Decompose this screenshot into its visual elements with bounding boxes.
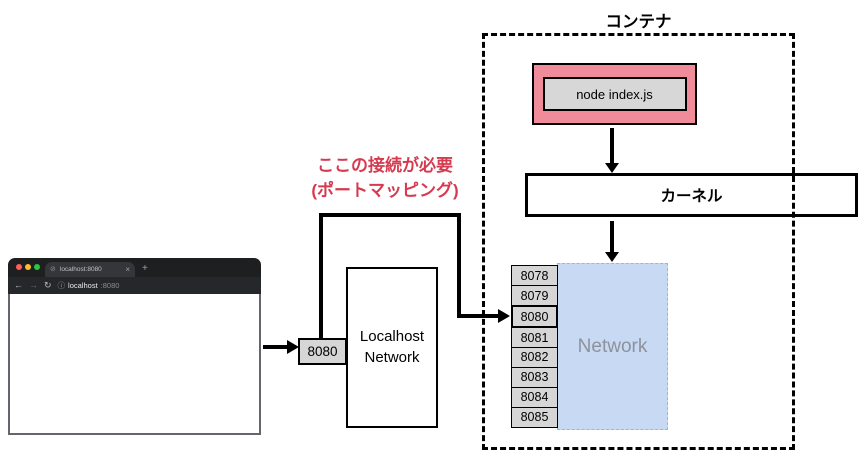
arrow-kernel-to-network-shaft: [610, 221, 614, 253]
browser-toolbar: ← → ↻ ⓘ localhost :8080: [8, 277, 261, 294]
port-cell-8085: 8085: [511, 406, 558, 428]
browser-titlebar: ⊘ localhost:8080 × +: [8, 258, 261, 277]
back-icon: ←: [14, 280, 23, 290]
port-cell-8083: 8083: [511, 366, 558, 389]
port-cell-8081: 8081: [511, 326, 558, 349]
host-port-box: 8080: [298, 338, 347, 365]
tab-close-icon: ×: [125, 264, 130, 274]
port-cell-8079: 8079: [511, 284, 558, 307]
port-mapping-arrow-head: [498, 309, 510, 323]
container-network-box: Network: [557, 263, 668, 430]
container-title: コンテナ: [605, 13, 672, 31]
port-mapping-line-top: [319, 213, 461, 217]
localhost-network-label-line1: Localhost: [359, 328, 425, 346]
url-host: localhost: [68, 281, 98, 290]
forward-icon: →: [29, 280, 38, 290]
port-mapping-note: ここの接続が必要 (ポートマッピング): [285, 154, 485, 203]
port-mapping-line-up: [319, 213, 323, 338]
address-bar: ⓘ localhost :8080: [58, 281, 120, 290]
traffic-light-close-icon: [16, 264, 22, 270]
reload-icon: ↻: [44, 280, 52, 290]
port-cell-8078: 8078: [511, 265, 558, 287]
browser-viewport: [8, 294, 261, 435]
port-mapping-note-line1: ここの接続が必要: [317, 156, 453, 175]
port-mapping-line-into-container: [457, 314, 499, 318]
tab-favicon-icon: ⊘: [50, 266, 56, 273]
arrow-browser-to-port-head: [287, 340, 299, 354]
port-mapping-note-line2: (ポートマッピング): [311, 180, 459, 200]
arrow-process-to-kernel-shaft: [610, 128, 614, 164]
arrow-kernel-to-network-head: [605, 252, 619, 262]
port-cell-8084: 8084: [511, 386, 558, 409]
arrow-process-to-kernel-head: [605, 163, 619, 173]
traffic-light-zoom-icon: [34, 264, 40, 270]
tab-title: localhost:8080: [59, 266, 102, 273]
arrow-browser-to-port-shaft: [263, 345, 291, 349]
node-process-box: node index.js: [532, 63, 697, 125]
browser-tab: ⊘ localhost:8080 ×: [45, 262, 135, 277]
node-process-label: node index.js: [542, 77, 687, 111]
site-info-icon: ⓘ: [57, 280, 66, 290]
traffic-light-minimize-icon: [25, 264, 31, 270]
kernel-box: カーネル: [525, 173, 858, 217]
url-port: :8080: [100, 281, 120, 290]
port-cell-8082: 8082: [511, 346, 558, 369]
port-mapping-line-down: [457, 213, 461, 318]
localhost-network-label-line2: Network: [364, 348, 420, 366]
container-network-label: Network: [577, 335, 648, 357]
new-tab-icon: +: [142, 263, 148, 274]
localhost-network-box: Localhost Network: [346, 267, 438, 428]
port-cell-8080: 8080: [511, 304, 558, 329]
browser-window: ⊘ localhost:8080 × + ← → ↻ ⓘ localhost :…: [8, 258, 261, 435]
